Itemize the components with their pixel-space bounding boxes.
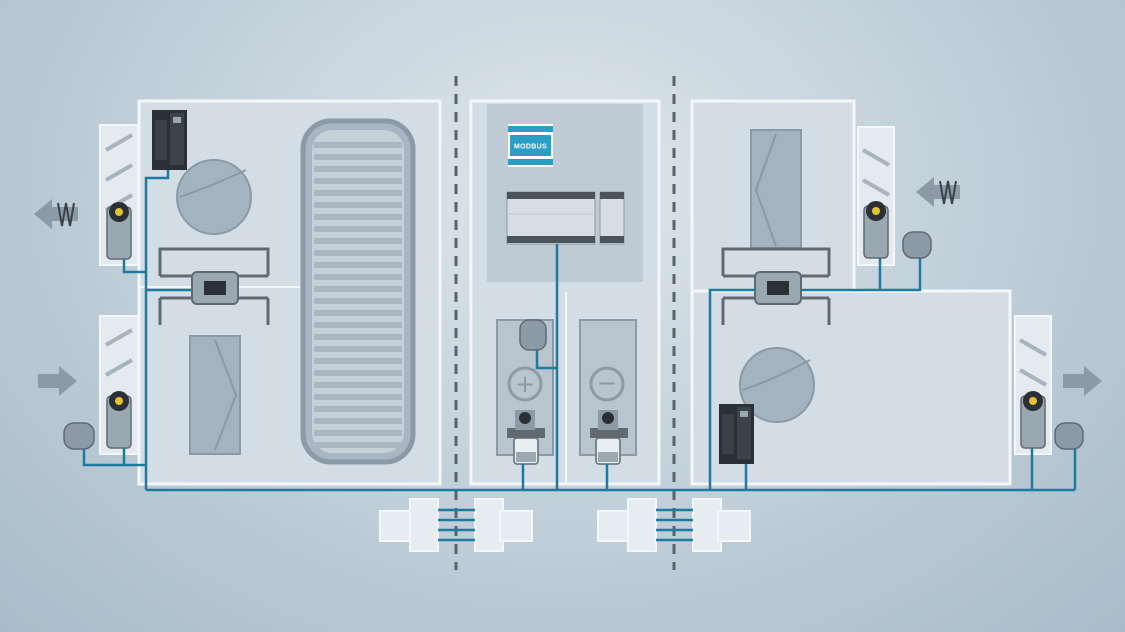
- central-control-unit: MODBUS + −: [469, 99, 661, 486]
- return-damper-actuator: [863, 201, 889, 259]
- wheel-stripe: [314, 430, 402, 436]
- wheel-stripe: [314, 394, 402, 400]
- wheel-stripe: [314, 238, 402, 244]
- wheel-stripe: [314, 406, 402, 412]
- wheel-stripe: [314, 310, 402, 316]
- variable-frequency-drive-left: [152, 110, 187, 170]
- modbus-label: MODBUS: [514, 144, 547, 151]
- variable-frequency-drive-right: [719, 404, 754, 464]
- modbus-module: MODBUS: [508, 124, 553, 167]
- wheel-stripe: [314, 178, 402, 184]
- wheel-stripe: [314, 166, 402, 172]
- heat-recovery-wheel: [300, 118, 416, 465]
- return-filter: [750, 129, 802, 249]
- supply-filter: [189, 335, 241, 455]
- wheel-stripe: [314, 214, 402, 220]
- wheel-stripe: [314, 154, 402, 160]
- supply-outlet-actuator: [1020, 391, 1046, 449]
- plc-controller: [506, 191, 625, 245]
- exhaust-air-arrow: [34, 199, 78, 229]
- outdoor-air-arrow: [38, 366, 77, 396]
- wheel-stripe: [314, 298, 402, 304]
- wheel-stripe: [314, 358, 402, 364]
- right-air-handling-unit: [690, 99, 1102, 486]
- supply-damper-actuator: [106, 391, 132, 449]
- return-air-sensor: [902, 231, 932, 259]
- left-air-handling-unit: [34, 99, 442, 486]
- minus-symbol: −: [597, 369, 617, 397]
- pressure-sensor-right: [721, 247, 831, 325]
- wheel-stripe: [314, 142, 402, 148]
- connector-right: [597, 498, 751, 552]
- wheel-stripe: [314, 190, 402, 196]
- wheel-stripe: [314, 202, 402, 208]
- supply-air-arrow: [1063, 366, 1102, 396]
- pressure-sensor-left: [158, 247, 270, 325]
- wheel-stripe: [314, 262, 402, 268]
- wheel-stripe: [314, 346, 402, 352]
- wheel-stripe: [314, 274, 402, 280]
- wheel-stripe: [314, 250, 402, 256]
- supply-fan: [739, 347, 815, 423]
- wheel-stripe: [314, 226, 402, 232]
- wheel-stripe: [314, 382, 402, 388]
- wheel-stripe: [314, 418, 402, 424]
- control-wiring: [82, 170, 1077, 492]
- heating-valve: [507, 410, 545, 465]
- return-air-arrow: [916, 177, 960, 207]
- wheel-stripe: [314, 442, 402, 448]
- wheel-stripe: [314, 322, 402, 328]
- cooling-valve: [590, 410, 628, 465]
- exhaust-fan: [176, 159, 252, 235]
- exhaust-damper-actuator: [106, 202, 132, 260]
- supply-air-sensor: [1054, 422, 1084, 450]
- wheel-stripe: [314, 334, 402, 340]
- plus-symbol: +: [515, 370, 535, 398]
- wheel-stripe: [314, 286, 402, 292]
- outdoor-temperature-sensor: [63, 422, 95, 450]
- connector-left: [379, 498, 533, 552]
- wheel-stripe: [314, 370, 402, 376]
